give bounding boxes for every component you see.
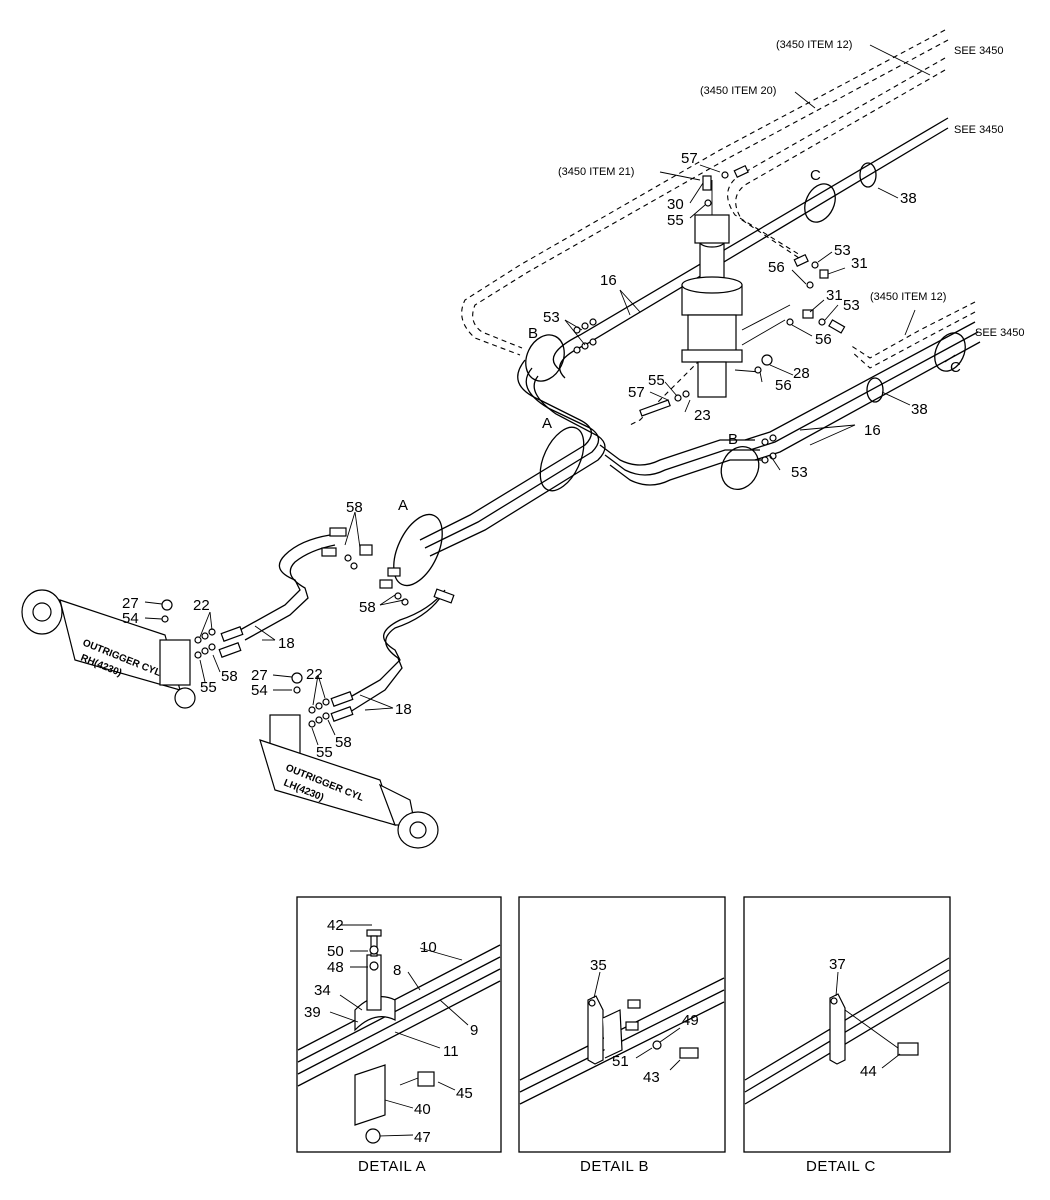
main-tube-bundles (239, 117, 981, 713)
ref-label-3450-item-12-right: (3450 ITEM 12) (870, 291, 946, 303)
circle-letter-c-top: C (810, 167, 821, 184)
circle-letter-a-left: A (398, 497, 408, 514)
part-55-a: 55 (200, 679, 217, 696)
detail-a-part-48: 48 (327, 959, 344, 976)
detail-a-caption: DETAIL A (358, 1158, 426, 1175)
part-58-b: 58 (335, 734, 352, 751)
detail-c-panel (743, 896, 951, 1153)
part-38-right: 38 (911, 401, 928, 418)
outrigger-cylinder-rh (21, 589, 196, 709)
detail-a-panel (296, 896, 502, 1153)
part-58-mid: 58 (359, 599, 376, 616)
part-55-top: 55 (667, 212, 684, 229)
ref-label-3450-item-21: (3450 ITEM 21) (558, 166, 634, 178)
detail-a-part-34: 34 (314, 982, 331, 999)
detail-b-panel (518, 896, 726, 1153)
see-3450-mid: SEE 3450 (954, 124, 1004, 136)
part-55-mid: 55 (648, 372, 665, 389)
part-54-b: 54 (251, 682, 268, 699)
part-28: 28 (793, 365, 810, 382)
part-53-right: 53 (791, 464, 808, 481)
circle-letter-c-right: C (950, 359, 961, 376)
part-57-mid: 57 (628, 384, 645, 401)
leader-lines (144, 44, 956, 746)
swivel-joint (681, 180, 791, 398)
detail-a-part-10: 10 (420, 939, 437, 956)
part-57-top: 57 (681, 150, 698, 167)
circle-letter-b-left: B (528, 325, 538, 342)
fittings (161, 164, 846, 728)
part-56-b: 56 (815, 331, 832, 348)
part-56-c: 56 (775, 377, 792, 394)
detail-b-part-43: 43 (643, 1069, 660, 1086)
detail-c-caption: DETAIL C (806, 1158, 876, 1175)
see-3450-top: SEE 3450 (954, 45, 1004, 57)
detail-a-labels: 42 50 48 10 8 34 39 9 11 45 40 47 DETAIL… (304, 917, 478, 1175)
main-labels: (3450 ITEM 12) (3450 ITEM 20) (3450 ITEM… (122, 39, 1025, 761)
detail-b-part-49: 49 (682, 1012, 699, 1029)
detail-circles (393, 162, 966, 587)
part-18-b: 18 (395, 701, 412, 718)
part-22-b: 22 (306, 666, 323, 683)
detail-a-part-11: 11 (443, 1043, 459, 1060)
detail-c-labels: 37 44 DETAIL C (806, 956, 877, 1175)
detail-a-part-40: 40 (414, 1101, 431, 1118)
part-53-b: 53 (843, 297, 860, 314)
part-18-a: 18 (278, 635, 295, 652)
detail-a-part-39: 39 (304, 1004, 321, 1021)
part-53-a: 53 (834, 242, 851, 259)
part-22-a: 22 (193, 597, 210, 614)
detail-b-labels: 35 49 51 43 DETAIL B (580, 957, 699, 1175)
part-30: 30 (667, 196, 684, 213)
part-58-top: 58 (346, 499, 363, 516)
detail-c-part-37: 37 (829, 956, 846, 973)
part-16-right: 16 (864, 422, 881, 439)
ref-label-3450-item-20: (3450 ITEM 20) (700, 85, 776, 97)
detail-a-part-45: 45 (456, 1085, 473, 1102)
part-38-top: 38 (900, 190, 917, 207)
part-16-top: 16 (600, 272, 617, 289)
detail-c-part-44: 44 (860, 1063, 877, 1080)
ref-label-3450-item-12-top: (3450 ITEM 12) (776, 39, 852, 51)
detail-a-part-8: 8 (393, 962, 401, 979)
detail-b-caption: DETAIL B (580, 1158, 649, 1175)
part-54-a: 54 (122, 610, 139, 627)
outrigger-cylinder-lh (259, 714, 439, 849)
part-31-a: 31 (851, 255, 868, 272)
part-58-a: 58 (221, 668, 238, 685)
part-27-b: 27 (251, 667, 268, 684)
detail-b-part-35: 35 (590, 957, 607, 974)
part-23: 23 (694, 407, 711, 424)
see-3450-right: SEE 3450 (975, 327, 1025, 339)
detail-a-part-50: 50 (327, 943, 344, 960)
detail-a-part-47: 47 (414, 1129, 431, 1146)
circle-letter-b-right: B (728, 431, 738, 448)
detail-a-part-9: 9 (470, 1022, 478, 1039)
part-31-b: 31 (826, 287, 843, 304)
part-56-a: 56 (768, 259, 785, 276)
part-27-a: 27 (122, 595, 139, 612)
circle-letter-a-mid: A (542, 415, 552, 432)
detail-a-part-42: 42 (327, 917, 344, 934)
part-53-left: 53 (543, 309, 560, 326)
part-55-b: 55 (316, 744, 333, 761)
detail-b-part-51: 51 (612, 1053, 629, 1070)
